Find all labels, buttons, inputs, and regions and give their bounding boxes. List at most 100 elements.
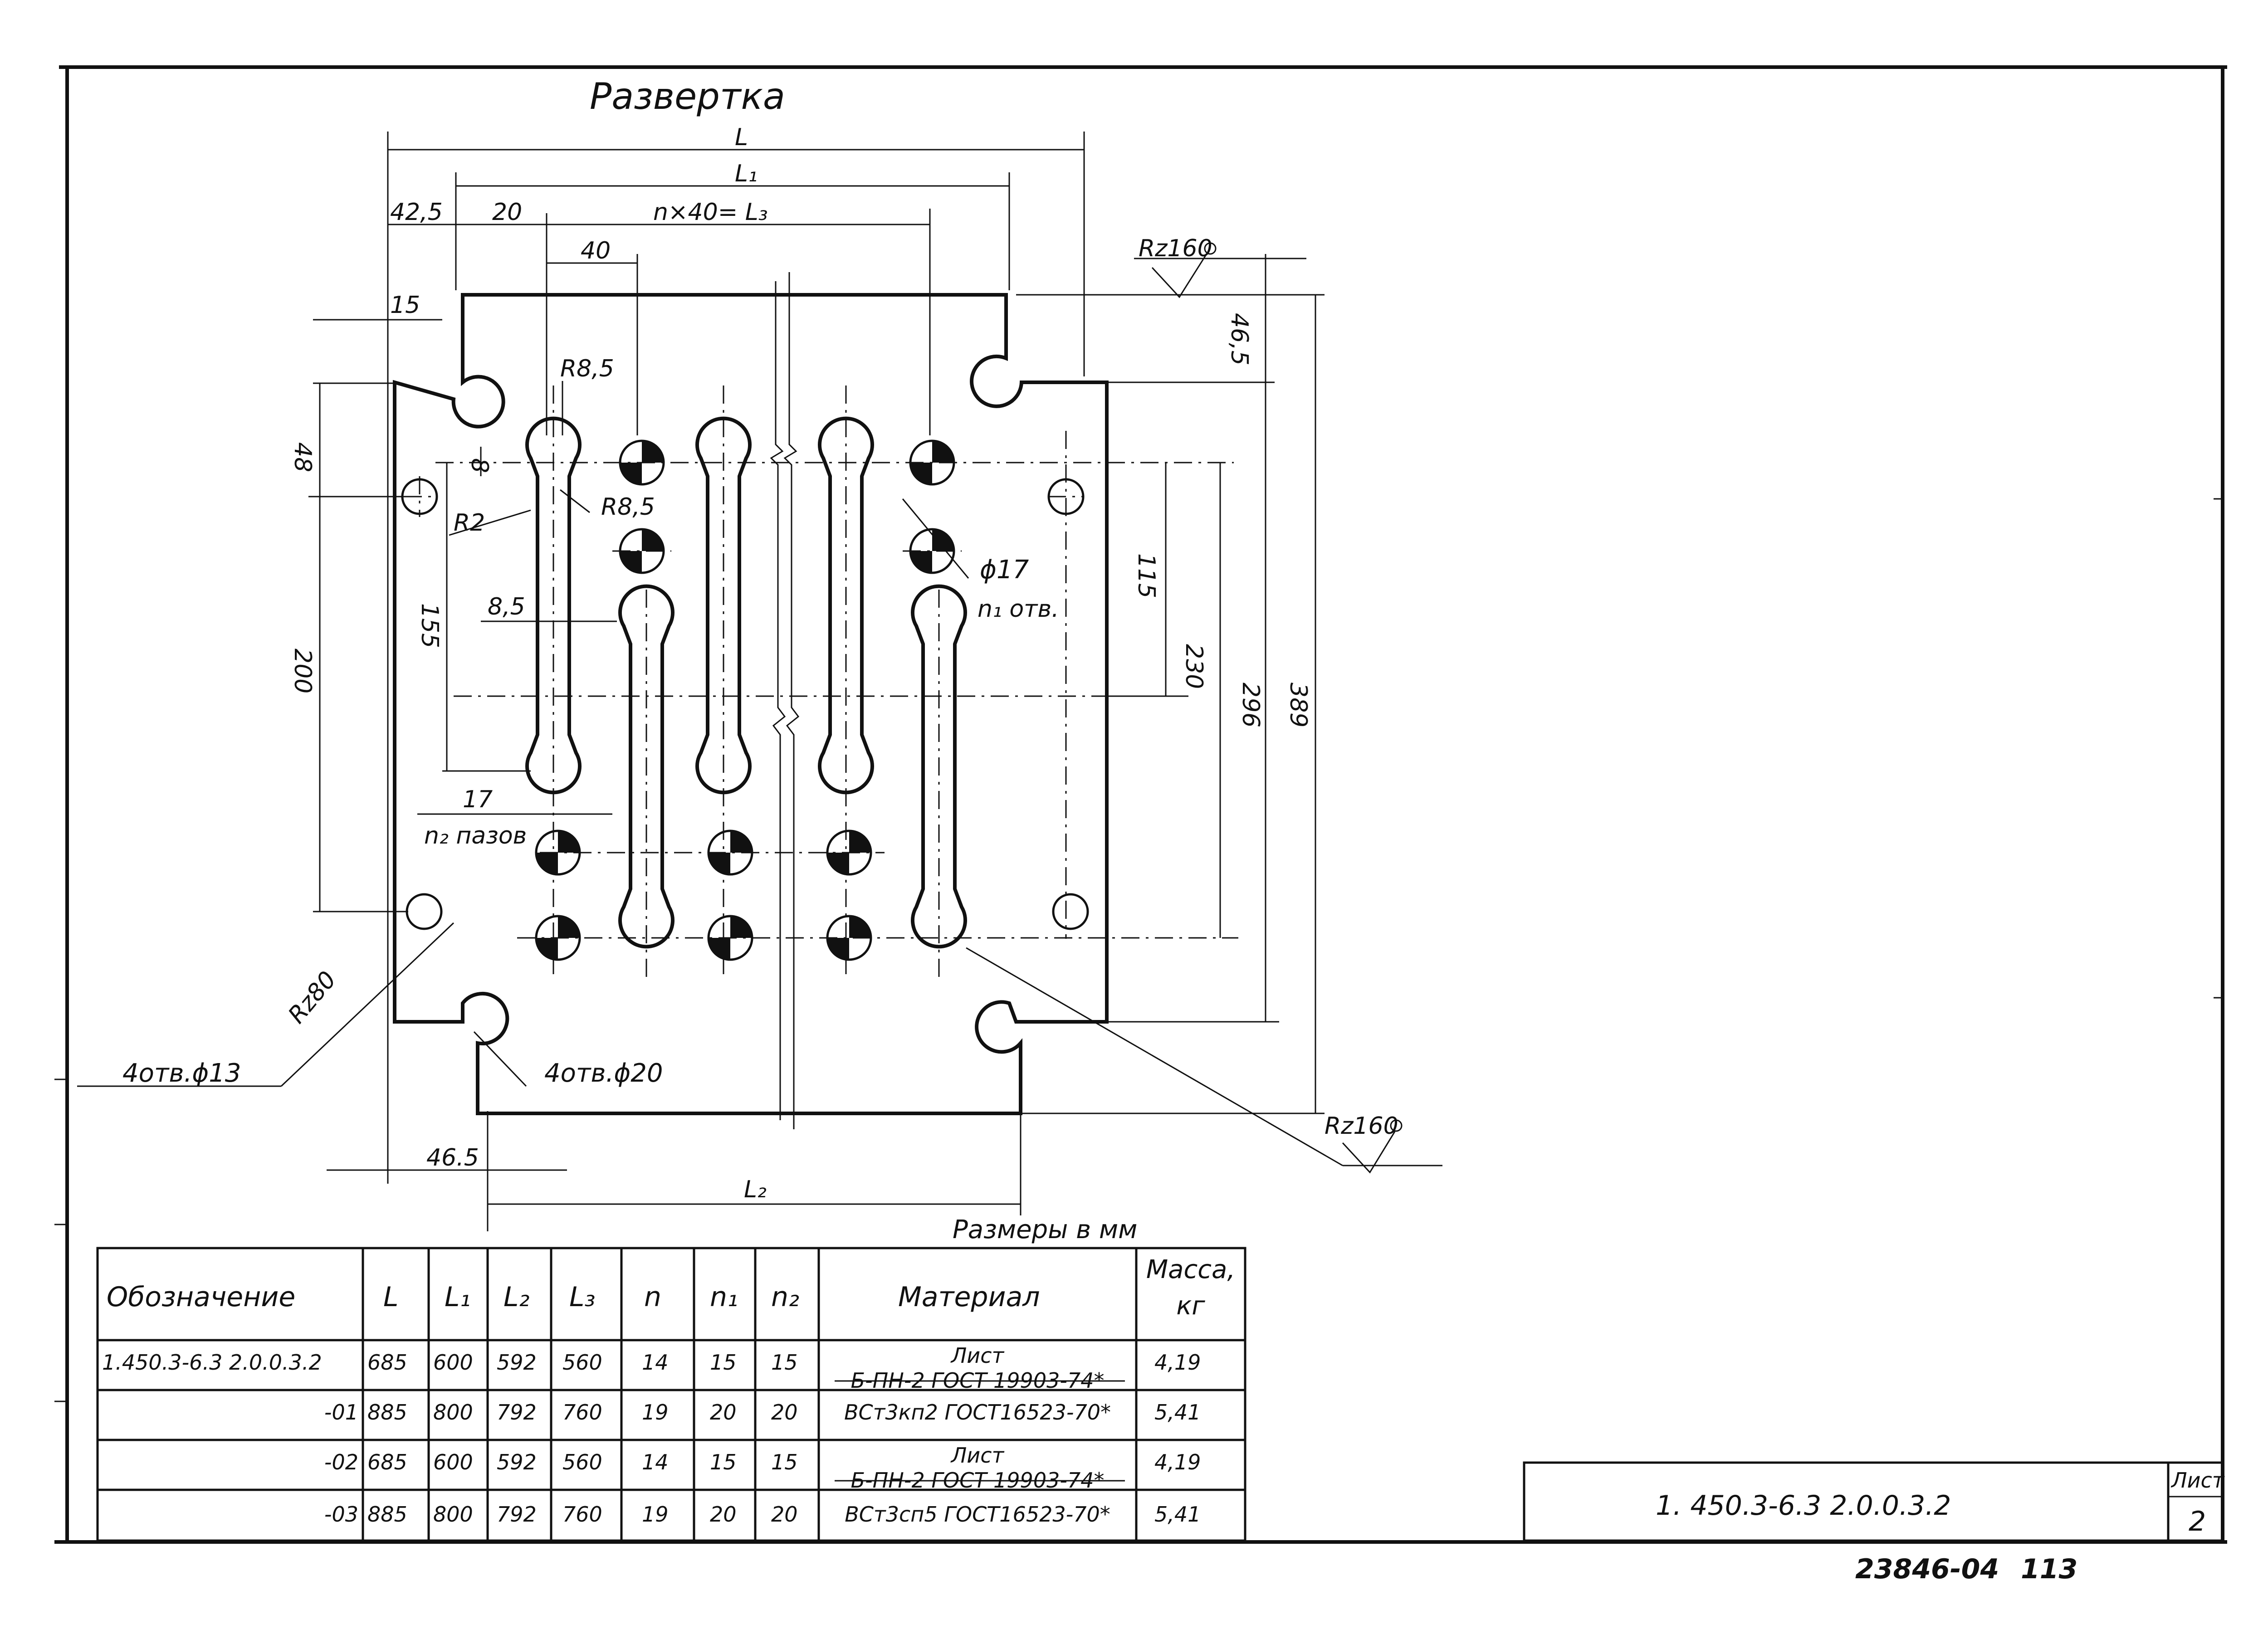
cell-l2: 592	[497, 1450, 537, 1474]
sheet-frame	[54, 65, 2227, 1544]
cell-designation: -03	[324, 1502, 358, 1527]
center-lines	[404, 385, 1238, 980]
dimension-lines	[77, 132, 1442, 1231]
cell-l3: 760	[562, 1502, 602, 1527]
dim-42-5: 42,5	[390, 199, 443, 226]
cell-l: 885	[367, 1400, 407, 1425]
cell-n2: 15	[771, 1350, 798, 1375]
hole-mark	[826, 829, 872, 876]
table-row: -02 685 600 592 560 14 15 15 4,19	[324, 1450, 1201, 1474]
header-l1: L₁	[445, 1281, 470, 1313]
material-line2: ВСт3кп2 ГОСТ16523-70*	[844, 1400, 1111, 1425]
dim-230: 230	[1180, 644, 1207, 689]
cell-l2: 792	[497, 1502, 537, 1527]
cell-n: 14	[642, 1450, 669, 1474]
table-row: -01 885 800 792 760 19 20 20 5,41	[324, 1400, 1201, 1425]
hole-mark	[909, 439, 955, 486]
cell-l3: 560	[562, 1350, 602, 1375]
dim-l: L	[735, 124, 748, 151]
cell-designation: -01	[324, 1400, 358, 1425]
part-outline	[393, 272, 1109, 1129]
callout-n1-holes: n₁ отв.	[978, 595, 1059, 623]
units-note: Размеры в мм	[953, 1215, 1137, 1244]
cell-designation: 1.450.3-6.3 2.0.0.3.2	[102, 1350, 322, 1375]
cell-l3: 760	[562, 1400, 602, 1425]
callout-n2-slots: n₂ пазов	[424, 822, 527, 849]
dim-40: 40	[581, 237, 611, 264]
callout-holes-20: 4отв.ϕ20	[544, 1059, 663, 1088]
dim-17: 17	[463, 786, 493, 813]
roughness-top-icon	[1151, 242, 1217, 298]
cell-l1: 600	[433, 1350, 473, 1375]
dim-l1: L₁	[735, 160, 758, 187]
stamp-number: 23846-04	[1855, 1553, 1999, 1585]
slots	[525, 416, 967, 949]
holes-phi13	[401, 478, 1089, 930]
header-n: n	[644, 1281, 661, 1313]
callout-r8-5-mid: R8,5	[601, 493, 655, 521]
table-row: 1.450.3-6.3 2.0.0.3.2 685 600 592 560 14…	[102, 1350, 1201, 1375]
header-l2: L₂	[503, 1281, 529, 1313]
dim-296: 296	[1237, 683, 1264, 727]
cell-n1: 20	[710, 1502, 737, 1527]
title-block: 1. 450.3-6.3 2.0.0.3.2 Лист 2	[1523, 1461, 2225, 1542]
cell-l: 885	[367, 1502, 407, 1527]
cell-l2: 792	[497, 1400, 537, 1425]
header-mass: Масса, кг	[1146, 1255, 1236, 1321]
dim-15: 15	[390, 292, 420, 319]
holes-phi17	[535, 439, 955, 961]
cell-n: 14	[642, 1350, 669, 1375]
cell-n1: 20	[710, 1400, 737, 1425]
material-name: Лист	[950, 1443, 1005, 1468]
callouts: Rz160 Rz160 Rz80 R8,5 R8,5 R2 ϕ17 n₁ отв…	[122, 235, 1403, 1174]
dim-l2: L₂	[744, 1176, 767, 1203]
callout-r8-5-top: R8,5	[560, 355, 614, 382]
cell-n2: 20	[771, 1400, 798, 1425]
cell-n2: 20	[771, 1502, 798, 1527]
dim-8-5: 8,5	[488, 593, 525, 620]
dim-155: 155	[416, 603, 443, 648]
drawing-title: Развертка	[590, 75, 785, 117]
cell-l1: 800	[433, 1502, 473, 1527]
roughness-top: Rz160	[1139, 235, 1212, 262]
material-line1: Б-ПН-2 ГОСТ 19903-74*	[851, 1468, 1105, 1493]
dim-46-5-bottom: 46.5	[426, 1144, 479, 1171]
hole-mark	[707, 915, 753, 961]
header-l: L	[383, 1281, 398, 1313]
title-block-sheet-label: Лист	[2170, 1468, 2225, 1493]
callout-phi17: ϕ17	[980, 555, 1029, 585]
title-block-code: 1. 450.3-6.3 2.0.0.3.2	[1656, 1490, 1951, 1522]
header-material: Материал	[898, 1281, 1040, 1313]
material-line2: ВСт3сп5 ГОСТ16523-70*	[845, 1502, 1110, 1527]
cell-n1: 15	[710, 1450, 737, 1474]
roughness-left: Rz80	[283, 966, 342, 1029]
roughness-bottom-icon	[1342, 1119, 1403, 1174]
table-row: -03 885 800 792 760 19 20 20 5,41	[324, 1502, 1201, 1527]
header-n2: n₂	[771, 1281, 799, 1313]
cell-mass: 4,19	[1154, 1350, 1201, 1375]
dim-20: 20	[492, 199, 522, 226]
cell-n: 19	[642, 1502, 669, 1527]
title-block-sheet-number: 2	[2189, 1506, 2206, 1537]
header-designation: Обозначение	[107, 1281, 295, 1313]
roughness-bottom: Rz160	[1325, 1112, 1398, 1140]
cell-mass: 5,41	[1154, 1400, 1201, 1425]
cell-n: 19	[642, 1400, 669, 1425]
spec-table: Обозначение L L₁ L₂ L₃ n n₁ n₂ Материал …	[96, 1247, 1246, 1542]
cell-l3: 560	[562, 1450, 602, 1474]
cell-designation: -02	[324, 1450, 358, 1474]
cell-l: 685	[367, 1450, 407, 1474]
cell-mass: 5,41	[1154, 1502, 1201, 1527]
callout-r2: R2	[454, 509, 485, 537]
cell-l2: 592	[497, 1350, 537, 1375]
cell-l1: 600	[433, 1450, 473, 1474]
material-name: Лист	[950, 1343, 1005, 1368]
header-l3: L₃	[569, 1281, 595, 1313]
dim-48: 48	[289, 442, 316, 472]
stamp-page: 113	[2021, 1553, 2077, 1585]
dim-389: 389	[1285, 683, 1312, 727]
cell-n2: 15	[771, 1450, 798, 1474]
cell-mass: 4,19	[1154, 1450, 1201, 1474]
cell-l1: 800	[433, 1400, 473, 1425]
